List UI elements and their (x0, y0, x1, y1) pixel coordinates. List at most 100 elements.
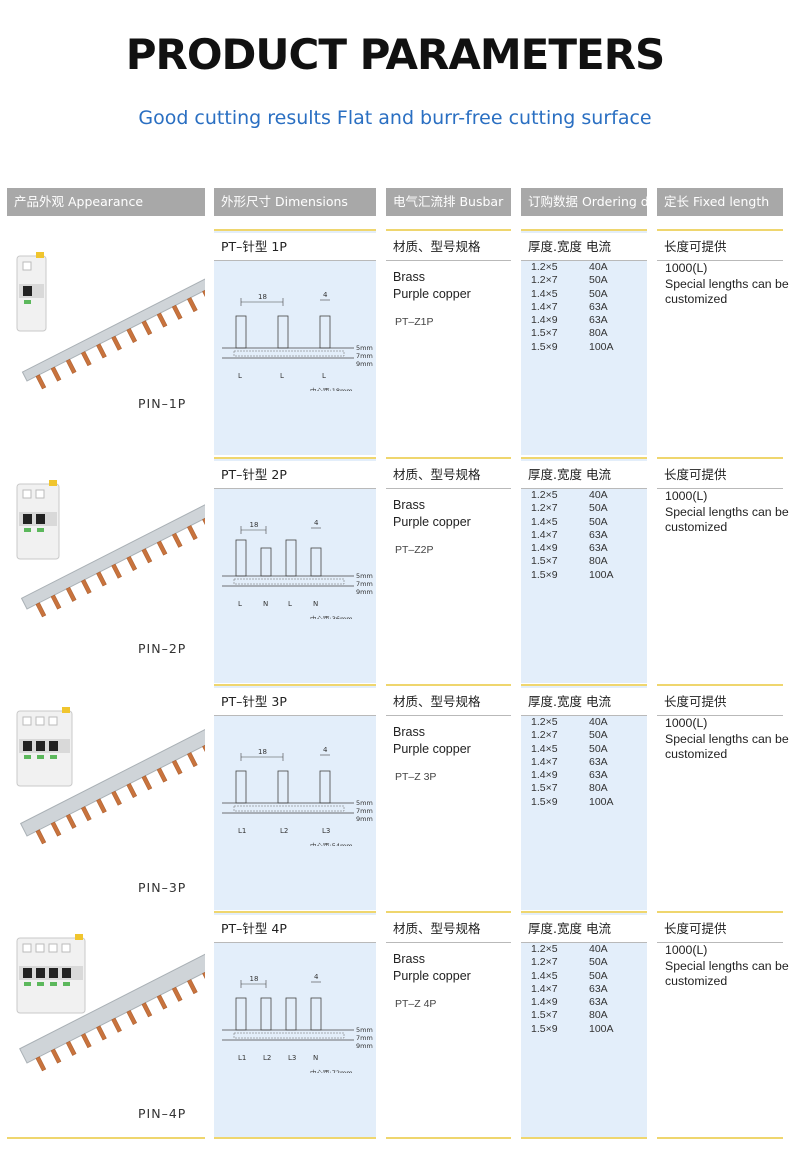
ordering-current: 50A (589, 502, 608, 515)
ordering-size: 1.2×7 (531, 502, 558, 515)
ordering-current: 40A (589, 261, 608, 273)
breaker-handle (23, 286, 32, 296)
busbar-pin (50, 1048, 62, 1064)
dim-pole-label: L (322, 372, 326, 380)
breaker-indicator (37, 528, 44, 532)
ordering-current: 50A (589, 956, 608, 969)
busbar-pin (187, 297, 198, 313)
breaker-tab (62, 707, 70, 713)
busbar-bar (21, 276, 215, 382)
ordering-size: 1.2×7 (531, 274, 558, 287)
busbar-pin (187, 752, 198, 768)
dim-size-label: 9mm (356, 360, 373, 368)
material-copper: Purple copper (393, 969, 471, 983)
busbar-pin (171, 759, 183, 775)
pin-label: PIN–2P (138, 641, 187, 656)
pin-label: PIN–4P (138, 1106, 187, 1121)
material-copper: Purple copper (393, 515, 471, 529)
busbar-pin (202, 517, 213, 533)
length-custom: customized (665, 292, 728, 306)
busbar-pin (35, 1056, 47, 1072)
ordering-current: 80A (589, 1009, 608, 1022)
appearance-cell (7, 231, 215, 455)
pin-label: PIN–1P (138, 396, 187, 411)
dim-size-label: 5mm (356, 1026, 373, 1034)
material-brass: Brass (393, 725, 425, 739)
dim-pole-label: L2 (263, 1054, 271, 1062)
material-copper: Purple copper (393, 742, 471, 756)
material-copper: Purple copper (393, 287, 471, 301)
dim-pole-label: N (313, 600, 318, 608)
busbar-cell: 材质、型号规格 Brass Purple copper PT–Z 3P (386, 686, 511, 910)
ordering-current: 80A (589, 782, 608, 795)
ordering-current: 40A (589, 716, 608, 728)
ordering-current: 100A (589, 1022, 614, 1035)
dim-center-label: 中心距:36mm (310, 614, 353, 619)
ordering-current: 50A (589, 969, 608, 982)
length-text: 1000(L) Special lengths can be customize… (665, 489, 789, 536)
ordering-row: 1.2×5 40A (531, 261, 614, 274)
busbar-pin (35, 829, 47, 845)
ordering-size: 1.2×5 (531, 261, 558, 273)
product-image (16, 707, 215, 845)
busbar-pin (141, 775, 153, 791)
model-code: PT–Z 4P (395, 998, 437, 1010)
breaker-handle (36, 968, 45, 978)
busbar-pin (81, 806, 92, 822)
dim-center-label: 中心距:54mm (310, 841, 353, 846)
ordering-size: 1.5×9 (531, 340, 558, 353)
length-special: Special lengths can be (665, 276, 789, 291)
ordering-current: 63A (589, 755, 608, 768)
busbar-pin (111, 1017, 122, 1033)
busbar-pin (126, 328, 138, 343)
ordering-current: 63A (589, 982, 608, 995)
busbar-head: 材质、型号规格 (386, 461, 511, 489)
busbar-pin (141, 548, 153, 564)
busbar-pin (65, 358, 77, 374)
dim-pin (285, 539, 297, 577)
busbar-pin (126, 1010, 138, 1025)
breaker-indicator (50, 755, 57, 759)
ordering-head: 厚度.宽度 电流 (521, 233, 647, 261)
breaker-terminal (35, 943, 45, 953)
ordering-size: 1.5×9 (531, 1022, 558, 1035)
ordering-size: 1.4×7 (531, 755, 558, 768)
ordering-row: 1.4×7 63A (531, 756, 614, 769)
material-text: Brass Purple copper (393, 497, 471, 531)
dimension-title: PT–针型 4P (214, 915, 376, 943)
busbar-pin (81, 1033, 92, 1049)
dim-center-label: 中心距:18mm (310, 386, 353, 391)
header-appearance: 产品外观 Appearance (7, 188, 205, 216)
product-image (16, 480, 215, 618)
dim-pole-label: L1 (238, 827, 246, 835)
breaker-terminal (35, 716, 45, 726)
dim-pin (310, 997, 322, 1031)
ordering-size: 1.5×7 (531, 1009, 558, 1022)
material-text: Brass Purple copper (393, 951, 471, 985)
length-text: 1000(L) Special lengths can be customize… (665, 716, 789, 763)
busbar-pin (96, 343, 107, 359)
dim-spacing-label: 18 (250, 521, 259, 529)
busbar-pin (111, 563, 122, 579)
length-cell: 长度可提供 1000(L) Special lengths can be cus… (657, 459, 789, 683)
material-text: Brass Purple copper (393, 269, 471, 303)
dim-pin (277, 770, 289, 804)
model-code: PT–Z1P (395, 316, 434, 328)
busbar-pin (156, 994, 168, 1010)
breaker-handle (36, 514, 45, 524)
busbar-strip (21, 276, 215, 390)
ordering-current: 50A (589, 742, 608, 755)
dim-pole-label: L2 (280, 827, 288, 835)
dim-pin (235, 315, 247, 349)
